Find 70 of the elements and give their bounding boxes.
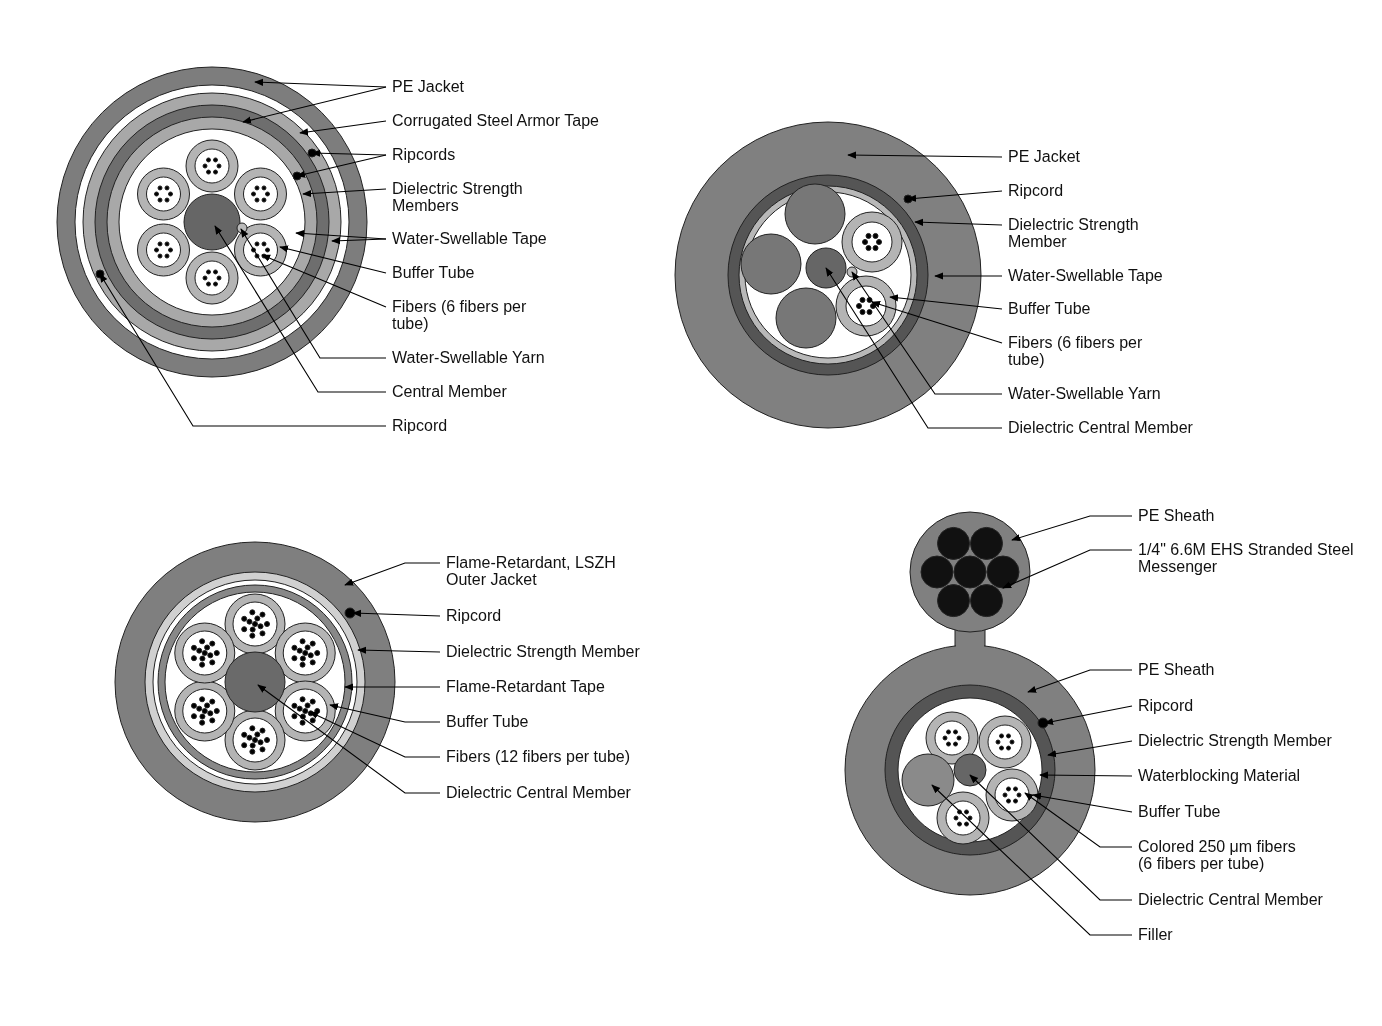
- part-label: PE Sheath: [1138, 507, 1215, 524]
- part-label: Ripcords: [392, 146, 456, 163]
- leader-line: [931, 784, 1133, 936]
- leader-line: [1032, 792, 1133, 813]
- part-label: Water-Swellable Yarn: [1008, 385, 1161, 402]
- leader-line: [871, 301, 1003, 344]
- leader-line: [331, 237, 387, 245]
- part-label: Dielectric Strength Members: [392, 180, 542, 214]
- part-label: Buffer Tube: [1138, 803, 1221, 820]
- leader-line: [309, 711, 441, 758]
- part-label: PE Jacket: [1008, 148, 1081, 165]
- leader-line: [1044, 705, 1133, 725]
- part-label: PE Jacket: [392, 78, 465, 95]
- leader-line: [352, 609, 441, 617]
- leader-line: [240, 228, 387, 359]
- leader-line: [279, 245, 387, 274]
- part-label: Corrugated Steel Armor Tape: [392, 112, 599, 129]
- part-label: Flame-Retardant Tape: [446, 678, 605, 695]
- leader-line: [934, 272, 1003, 280]
- leader-line: [847, 151, 1003, 159]
- part-label: Dielectric Central Member: [1138, 891, 1323, 908]
- leader-line: [357, 646, 441, 654]
- leader-line: [1047, 740, 1133, 758]
- leader-line: [329, 703, 441, 723]
- leader-line: [302, 188, 387, 198]
- part-label: PE Sheath: [1138, 661, 1215, 678]
- part-label: Dielectric Strength Member: [1138, 732, 1332, 749]
- part-label: Buffer Tube: [1008, 300, 1091, 317]
- leader-line: [889, 294, 1003, 310]
- part-label: Buffer Tube: [446, 713, 529, 730]
- leader-line: [344, 683, 441, 691]
- part-label: Water-Swellable Tape: [1008, 267, 1163, 284]
- leader-line: [914, 218, 1003, 226]
- leader-line: [1011, 515, 1133, 542]
- leader-line: [257, 684, 441, 794]
- part-label: Fibers (12 fibers per tube): [446, 748, 631, 765]
- leader-line: [851, 271, 1003, 395]
- leader-line: [344, 562, 441, 586]
- part-label: Ripcord: [446, 607, 502, 624]
- part-label: Dielectric Central Member: [446, 784, 631, 801]
- part-label: Waterblocking Material: [1138, 767, 1301, 784]
- leader-line: [99, 273, 387, 427]
- part-label: Dielectric Central Member: [1008, 419, 1193, 436]
- part-label: Ripcord: [392, 417, 448, 434]
- part-label: Dielectric Strength Member: [1008, 216, 1158, 250]
- part-label: Water-Swellable Yarn: [392, 349, 545, 366]
- part-label: Water-Swellable Tape: [392, 230, 547, 247]
- leader-line: [1027, 669, 1133, 693]
- leader-line: [1024, 792, 1133, 848]
- leader-line: [254, 78, 387, 88]
- leader-line: [1039, 771, 1133, 779]
- part-label: Colored 250 μm fibers (6 fibers per tube): [1138, 838, 1298, 872]
- part-label: 1/4" 6.6M EHS Stranded Steel Messenger: [1138, 541, 1358, 575]
- leader-line: [261, 254, 387, 308]
- leader-line: [1002, 549, 1133, 589]
- leader-line: [969, 774, 1133, 901]
- part-label: Fibers (6 fibers per tube): [392, 298, 542, 332]
- part-label: Filler: [1138, 926, 1173, 943]
- part-label: Buffer Tube: [392, 264, 475, 281]
- leader-line: [214, 225, 387, 393]
- part-label: Dielectric Strength Member: [446, 643, 640, 660]
- part-label: Fibers (6 fibers per tube): [1008, 334, 1158, 368]
- leader-line: [299, 120, 387, 136]
- part-label: Ripcord: [1008, 182, 1064, 199]
- leader-line: [242, 86, 387, 124]
- leader-line: [295, 229, 387, 240]
- part-label: Central Member: [392, 383, 507, 400]
- part-label: Flame-Retardant, LSZH Outer Jacket: [446, 554, 616, 588]
- part-label: Ripcord: [1138, 697, 1194, 714]
- leader-line: [825, 267, 1003, 429]
